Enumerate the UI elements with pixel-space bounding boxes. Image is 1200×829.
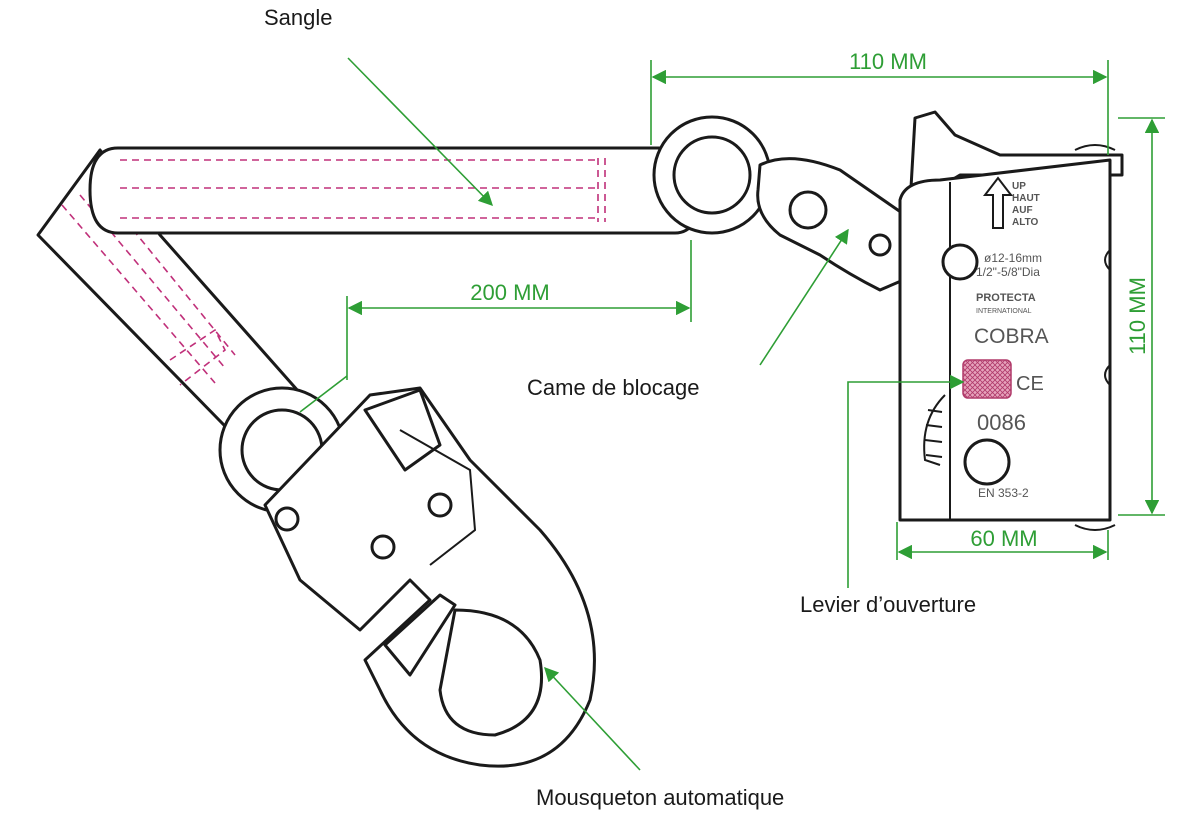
marking-brand-sub: INTERNATIONAL	[976, 308, 1032, 315]
marking-diameter-mm: ø12-16mm	[984, 251, 1042, 265]
leader-lanyard-ext	[299, 375, 348, 413]
marking-model: COBRA	[974, 325, 1049, 348]
marking-diameter-in: 1/2"-5/8"Dia	[976, 265, 1040, 279]
marking-standard: EN 353-2	[978, 486, 1029, 500]
dimension-bottom-width: 60 MM	[896, 522, 1109, 560]
snap-hook	[218, 386, 596, 768]
dimension-height: 110 MM	[1118, 117, 1165, 516]
leader-sangle	[347, 57, 494, 207]
marking-auf: AUF	[1012, 205, 1033, 216]
marking-up: UP	[1012, 181, 1026, 192]
dimension-top-width: 110 MM	[650, 49, 1109, 155]
marking-notified-body: 0086	[977, 410, 1026, 435]
label-levier-ouverture: Levier d’ouverture	[800, 592, 976, 617]
rope-grab-body: UP HAUT AUF ALTO ø12-16mm 1/2"-5/8"Dia P…	[898, 110, 1124, 531]
dimension-height-label: 110 MM	[1125, 277, 1150, 355]
locking-cam-arm	[756, 157, 923, 292]
marking-brand: PROTECTA	[976, 292, 1036, 304]
label-sangle: Sangle	[264, 5, 333, 30]
label-came-de-blocage: Came de blocage	[527, 375, 699, 400]
leader-levier	[847, 374, 965, 588]
leader-mousqueton	[544, 666, 641, 771]
leader-came	[759, 228, 849, 366]
marking-alto: ALTO	[1012, 217, 1039, 228]
connecting-ring	[652, 115, 772, 235]
dimension-top-width-label: 110 MM	[849, 49, 927, 74]
marking-ce: CE	[1016, 373, 1044, 395]
webbing-lanyard	[36, 146, 702, 472]
up-arrow-icon	[982, 176, 1014, 229]
dimension-lanyard-label: 200 MM	[470, 280, 549, 305]
marking-haut: HAUT	[1012, 193, 1040, 204]
label-mousqueton-automatique: Mousqueton automatique	[536, 785, 784, 810]
opening-lever	[962, 359, 1012, 399]
dimension-bottom-width-label: 60 MM	[970, 526, 1037, 551]
dimension-lanyard: 200 MM	[346, 240, 692, 380]
